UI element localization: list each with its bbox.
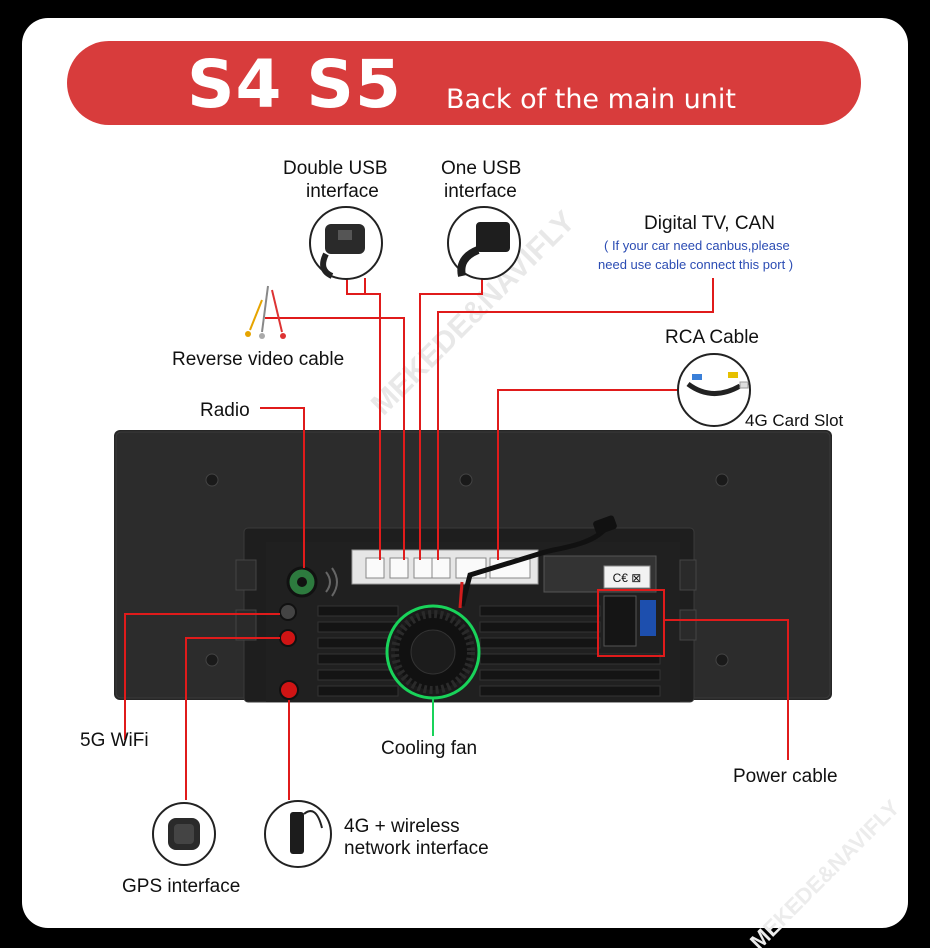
label-one-usb-line1: One USB: [441, 158, 522, 179]
rca-cable-photo: [677, 353, 751, 427]
gps-port: [279, 629, 297, 647]
label-wireless-line1: 4G + wireless: [344, 816, 460, 837]
label-double-usb-line1: Double USB: [283, 158, 388, 179]
label-gps: GPS interface: [122, 876, 241, 897]
gps-antenna-photo: [152, 802, 216, 866]
label-card-slot: 4G Card Slot: [745, 411, 844, 430]
one-usb-photo: [447, 206, 521, 280]
label-double-usb-line2: interface: [306, 181, 379, 202]
watermark-logo-corner: MEKEDE&NAVIFLY: [745, 795, 905, 948]
title-banner: [67, 41, 861, 125]
svg-text:C€ ⊠: C€ ⊠: [613, 571, 642, 585]
canbus-note-line1: ( If your car need canbus,please: [604, 238, 790, 253]
ce-label: [603, 565, 651, 589]
page-subtitle: Back of the main unit: [446, 84, 736, 115]
label-digital-tv: Digital TV, CAN: [644, 213, 775, 234]
reverse-video-cable-photo: [245, 285, 286, 339]
usb-connector-block: [351, 549, 539, 585]
label-reverse-video: Reverse video cable: [172, 349, 345, 370]
wireless-antenna-photo: [264, 800, 332, 868]
label-power-cable: Power cable: [733, 766, 838, 787]
radio-port: [286, 566, 338, 598]
label-radio: Radio: [200, 400, 250, 421]
power-connector: [597, 589, 665, 657]
canbus-note-line2: need use cable connect this port ): [598, 257, 794, 272]
label-rca: RCA Cable: [665, 327, 759, 348]
cooling-fan: [385, 604, 481, 700]
wifi-port: [279, 603, 297, 621]
model-title: S4 S5: [187, 46, 402, 123]
label-5g-wifi: 5G WiFi: [80, 730, 149, 751]
leader-lines: [124, 278, 789, 800]
label-wireless-line2: network interface: [344, 838, 489, 859]
double-usb-photo: [309, 206, 383, 280]
label-cooling-fan: Cooling fan: [381, 738, 478, 759]
wireless-port: [279, 680, 299, 700]
label-one-usb-line2: interface: [444, 181, 517, 202]
